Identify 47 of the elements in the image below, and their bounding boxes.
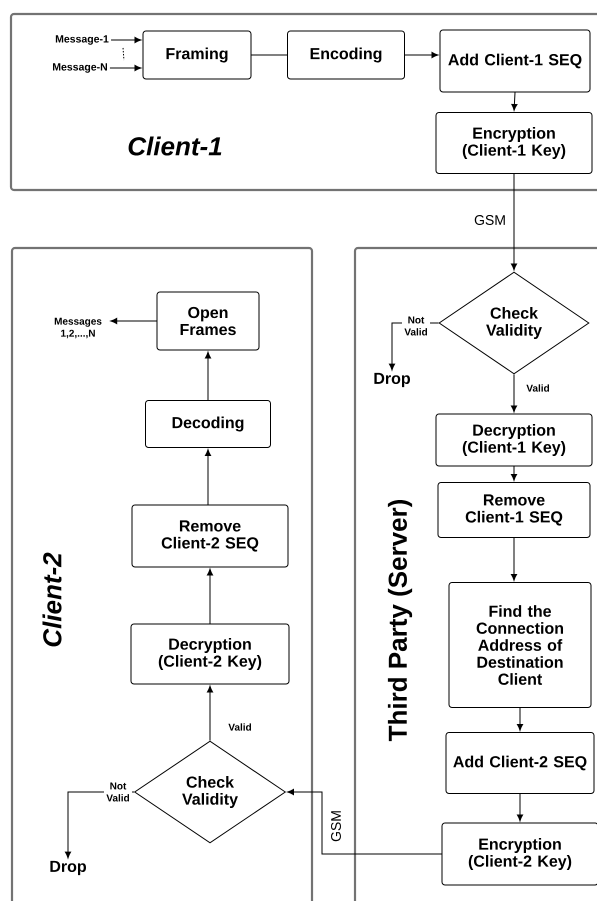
process-box: Encryption (Client-1 Key)	[436, 112, 592, 174]
arrow	[110, 318, 157, 324]
drop-label: Drop	[50, 860, 86, 876]
process-box: Find the Connection Address of Destination Client	[448, 582, 592, 708]
edge-label: Valid	[525, 383, 551, 393]
edge-label: Not Valid	[104, 782, 132, 802]
dotted-line	[122, 47, 124, 61]
process-box: Encoding	[287, 30, 405, 80]
arrow	[510, 466, 518, 481]
input-label: Message-N	[52, 63, 107, 73]
arrow	[204, 352, 212, 400]
edge-label: Not Valid	[402, 316, 430, 336]
process-box: Framing	[142, 30, 252, 80]
edge-label: GSM	[473, 214, 507, 226]
process-box: Add Client-1 SEQ	[440, 30, 590, 92]
arrow	[510, 538, 518, 581]
panel-title: Client-1	[128, 136, 222, 156]
panel-title: Third Party (Server)	[388, 500, 412, 742]
panel	[10, 12, 597, 192]
process-box: Decryption (Client-2 Key)	[130, 624, 290, 684]
panel	[354, 246, 597, 901]
process-box: Remove Client-1 SEQ	[438, 482, 590, 538]
arrow	[404, 52, 438, 58]
arrow	[109, 64, 142, 72]
process-box: Open Frames	[156, 292, 260, 350]
process-box: Decryption (Client-1 Key)	[436, 414, 592, 466]
panel-title: Client-2	[42, 552, 62, 646]
arrow	[516, 708, 524, 731]
arrow	[110, 36, 142, 44]
output-label: Messages 1,2,...,N	[54, 318, 102, 338]
process-box: Remove Client-2 SEQ	[132, 504, 288, 568]
arrow	[511, 92, 518, 111]
arrow	[204, 449, 212, 505]
process-box: Add Client-2 SEQ	[446, 732, 594, 794]
arrow	[510, 174, 518, 270]
arrow	[510, 374, 518, 412]
process-box: Encryption (Client-2 Key)	[442, 822, 597, 886]
edge-label: GSM	[330, 809, 342, 843]
panel	[10, 246, 314, 901]
arrow	[206, 686, 214, 742]
arrow	[516, 794, 524, 822]
drop-label: Drop	[374, 372, 410, 388]
input-label: Message-1	[56, 35, 109, 45]
arrow	[206, 568, 214, 624]
edge-label: Valid	[227, 722, 253, 732]
process-box: Decoding	[145, 400, 271, 448]
arrow	[287, 788, 442, 854]
